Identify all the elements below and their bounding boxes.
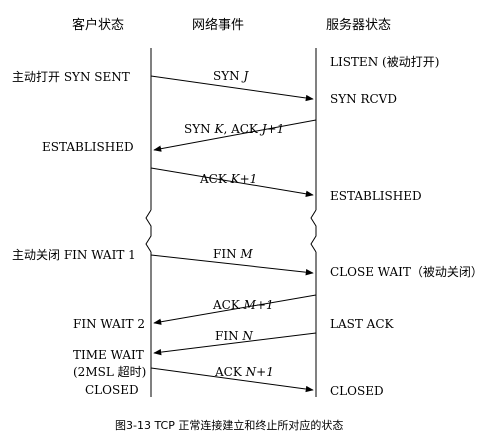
syn-arrow [150,75,314,102]
network-event-header: 网络事件 [192,17,244,33]
server-state-established: ESTABLISHED [330,189,422,203]
ack-label: ACK K+1 [199,172,257,186]
server-timeline [310,48,317,397]
server-state-closed: CLOSED [330,384,384,398]
client-state-header: 客户状态 [72,17,124,33]
fin-m-arrow [150,254,314,276]
client-state-fin-wait-1: 主动关闭 FIN WAIT 1 [12,248,136,262]
ack-n-label: ACK N+1 [214,365,274,379]
fin-m-label: FIN M [213,247,253,261]
client-state-syn-sent: 主动打开 SYN SENT [12,70,130,84]
figure-caption: 图3-13 TCP 正常连接建立和终止所对应的状态 [115,418,343,432]
client-state-closed: CLOSED [85,383,139,397]
client-state-time-wait: TIME WAIT [73,348,144,362]
fin-n-arrow [153,332,317,356]
server-state-syn-rcvd: SYN RCVD [330,92,397,106]
ack-arrow [150,167,314,197]
ack-n-arrow [150,367,314,393]
client-state-established: ESTABLISHED [42,140,134,154]
ack-m-label: ACK M+1 [212,298,274,312]
server-state-header: 服务器状态 [326,17,391,33]
client-state-fin-wait-2: FIN WAIT 2 [73,317,145,331]
server-state-close-wait: CLOSE WAIT（被动关闭） [330,265,483,279]
fin-n-label: FIN N [215,329,253,343]
ack-m-arrow [153,294,317,325]
client-state-2msl-timeout: (2MSL 超时) [73,364,146,379]
syn-ack-arrow [153,119,317,152]
server-state-listen: LISTEN (被动打开) [330,55,439,69]
syn-ack-label: SYN K, ACK J+1 [184,122,284,136]
client-timeline [145,48,152,397]
syn-label: SYN J [213,69,249,83]
server-state-last-ack: LAST ACK [330,317,395,331]
